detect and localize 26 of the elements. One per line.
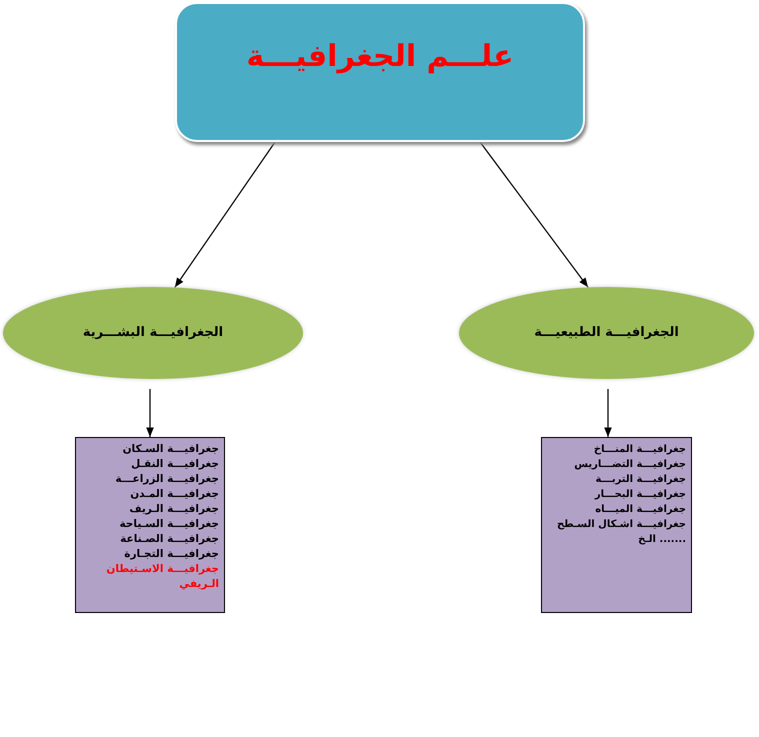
list-item: جغرافيـــة الميـــاه bbox=[595, 503, 686, 517]
list-item: جغرافيـــة اشـكال السـطح bbox=[556, 518, 686, 532]
list-item: جغرافيـــة التربـــة bbox=[596, 473, 686, 487]
list-item: جغرافيـــة التضـــاريس bbox=[574, 458, 686, 472]
list-item: ....... الـخ bbox=[638, 533, 686, 547]
list-item: جغرافيـــة المـدن bbox=[130, 487, 219, 502]
list-item: جغرافيـــة الاسـتيطان الـريفي bbox=[105, 562, 219, 592]
category-text: الجغرافيـــة البشـــرية bbox=[82, 325, 224, 341]
list-item: جغرافيـــة السـكان bbox=[122, 442, 219, 457]
arrow bbox=[174, 142, 276, 288]
list-item: جغرافيـــة التجـارة bbox=[124, 547, 219, 562]
list-item: جغرافيـــة السـياحة bbox=[119, 517, 219, 532]
list-item: جغرافيـــة البحـــار bbox=[594, 488, 686, 502]
list-item: جغرافيـــة الصـناعة bbox=[120, 532, 219, 547]
arrow bbox=[604, 389, 612, 437]
title-box bbox=[175, 2, 585, 142]
list-item: جغرافيـــة النقـل bbox=[131, 457, 219, 472]
list-box bbox=[541, 437, 692, 613]
title-text: علـــم الجغرافيـــة bbox=[246, 39, 514, 75]
list-item: جغرافيـــة الـريف bbox=[129, 502, 219, 517]
arrow bbox=[146, 389, 154, 437]
list-box bbox=[75, 437, 225, 613]
arrow bbox=[480, 142, 589, 288]
category-text: الجغرافيـــة الطبيعيـــة bbox=[534, 325, 679, 341]
list-item: جغرافيـــة المنـــاخ bbox=[594, 443, 686, 457]
list-item: جغرافيـــة الزراعـــة bbox=[115, 472, 219, 487]
